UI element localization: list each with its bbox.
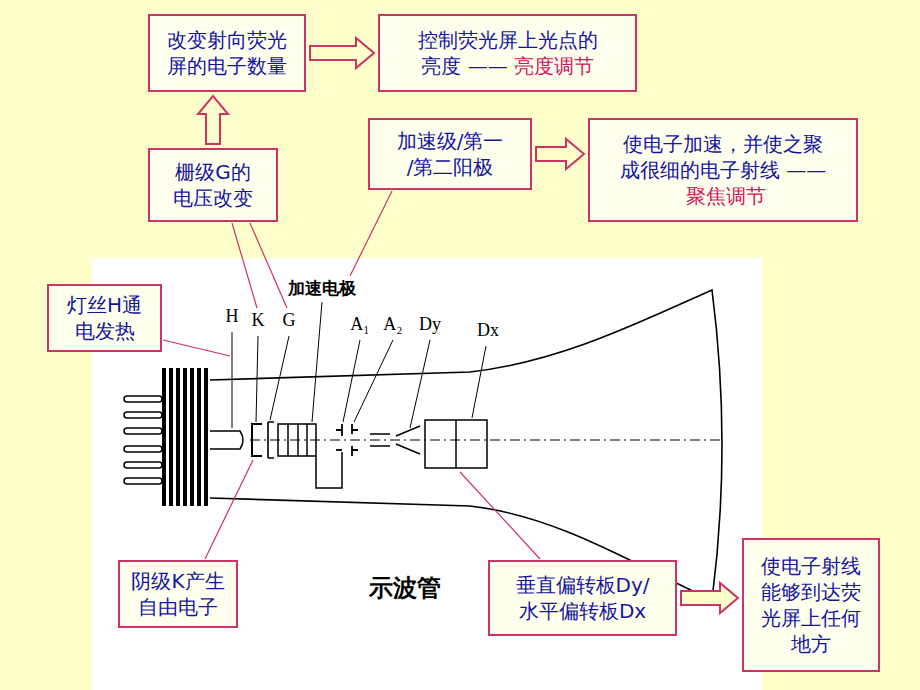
callout-box: 加速级/第一 /第二阳极 [368, 118, 532, 190]
part-label: G [283, 310, 296, 332]
block-arrow [310, 38, 374, 68]
callout-text-block: 控制荧光屏上光点的 亮度 ——亮度调节 [414, 27, 601, 79]
callout-text: 聚焦调节 [686, 184, 766, 208]
leader-lines [232, 302, 486, 428]
callout-text: 使电子射线 能够到达荧 光屏上任何 地方 [761, 554, 861, 656]
callout-box: 控制荧光屏上光点的 亮度 ——亮度调节 [378, 14, 637, 92]
grid-symbol [268, 422, 274, 458]
block-arrow [681, 583, 738, 613]
callout-box: 垂直偏转板Dy/ 水平偏转板Dx [488, 560, 677, 636]
callout-box: 栅级G的 电压改变 [148, 148, 278, 222]
callout-box: 使电子加速，并使之聚 成很细的电子射线 ——聚焦调节 [588, 118, 858, 222]
deflection-plates [425, 420, 487, 468]
block-arrow [536, 139, 584, 169]
callout-text: 灯丝H通 电发热 [67, 293, 142, 343]
tube-axis [250, 440, 722, 441]
part-label: 加速电极 [288, 278, 356, 298]
cathode-symbol [252, 424, 262, 456]
callout-box: 阴级K产生 自由电子 [118, 560, 238, 628]
callout-text: 使电子加速，并使之聚 成很细的电子射线 —— [620, 132, 826, 182]
electron-beam [370, 426, 420, 454]
tube-base [162, 368, 208, 506]
part-label: Dx [477, 320, 499, 342]
part-label: Dy [419, 314, 441, 336]
callout-text: 亮度调节 [514, 54, 594, 78]
callout-text: 栅级G的 电压改变 [173, 160, 253, 210]
callout-leader-lines [163, 191, 540, 559]
callout-text-block: 使电子射线 能够到达荧 光屏上任何 地方 [759, 553, 863, 657]
callout-text-block: 加速级/第一 /第二阳极 [394, 128, 506, 180]
part-label: H [226, 306, 239, 328]
illustration-panel [92, 258, 762, 690]
callout-text-block: 改变射向荧光 屏的电子数量 [166, 27, 288, 79]
callout-box: 使电子射线 能够到达荧 光屏上任何 地方 [742, 538, 880, 672]
tube-pins [124, 396, 162, 484]
callout-text-block: 灯丝H通 电发热 [64, 292, 145, 344]
part-label: A₁ [350, 314, 369, 336]
callout-text: 阴级K产生 自由电子 [131, 569, 224, 619]
callout-text: 改变射向荧光 屏的电子数量 [167, 28, 287, 78]
caption-label: 示波管 [369, 574, 441, 603]
accelerating-electrode [278, 424, 342, 488]
callout-text-block: 栅级G的 电压改变 [171, 159, 255, 211]
anode-symbols [336, 424, 358, 456]
filament-symbol [210, 431, 243, 449]
callout-text-block: 垂直偏转板Dy/ 水平偏转板Dx [512, 572, 653, 624]
part-label: A₂ [383, 314, 402, 336]
tube-envelope [210, 290, 722, 600]
callout-text-block: 阴级K产生 自由电子 [128, 568, 228, 620]
block-arrow [198, 96, 228, 144]
callout-text: 加速级/第一 /第二阳极 [397, 129, 504, 179]
part-label: K [252, 310, 265, 332]
callout-box: 改变射向荧光 屏的电子数量 [148, 14, 306, 92]
callout-box: 灯丝H通 电发热 [47, 284, 162, 352]
callout-text: 垂直偏转板Dy/ 水平偏转板Dx [516, 573, 650, 623]
callout-text-block: 使电子加速，并使之聚 成很细的电子射线 ——聚焦调节 [618, 131, 828, 209]
